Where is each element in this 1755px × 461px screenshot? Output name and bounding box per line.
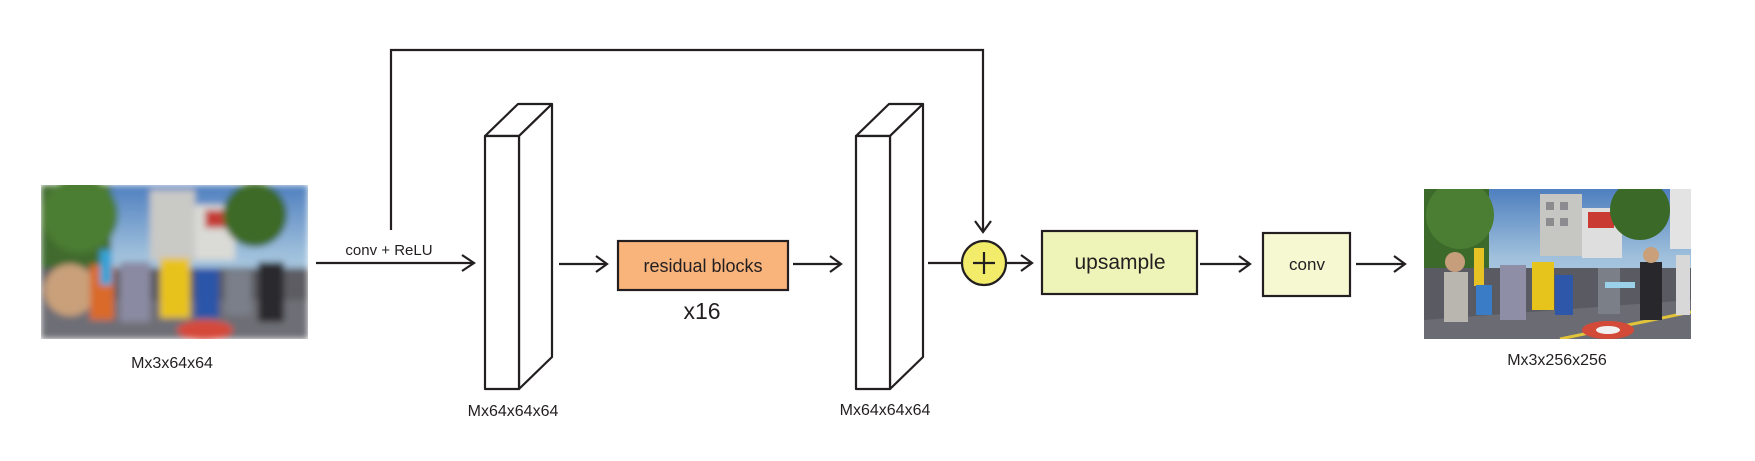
feature-map-2-shape-label: Mx64x64x64 xyxy=(839,402,931,419)
residual-blocks-label: residual blocks xyxy=(643,256,763,276)
arrowhead-icon xyxy=(1393,255,1407,273)
residual-blocks-box xyxy=(616,239,790,292)
output-shape-label: Mx3x256x256 xyxy=(1507,352,1607,369)
input-image xyxy=(41,185,308,339)
upsample-box xyxy=(1040,229,1199,296)
arrowhead-icon xyxy=(595,255,609,273)
conv-box xyxy=(1261,231,1352,298)
skip-connection xyxy=(389,48,985,232)
feature-map-1-shape-label: Mx64x64x64 xyxy=(467,403,559,420)
input-shape-label: Mx3x64x64 xyxy=(131,355,213,372)
residual-repeat-label: x16 xyxy=(683,298,721,324)
arrowhead-icon xyxy=(974,220,992,234)
connectors xyxy=(316,48,1407,273)
upsample-label: upsample xyxy=(1074,251,1166,274)
arrowhead-icon xyxy=(1020,254,1034,272)
feature-map-1 xyxy=(483,102,554,391)
arrowhead-icon xyxy=(1238,255,1252,273)
arrowhead-icon xyxy=(461,254,476,272)
feature-map-2 xyxy=(854,102,925,391)
output-image xyxy=(1424,189,1691,339)
sum-node xyxy=(960,239,1008,287)
conv-label: conv xyxy=(1289,255,1325,274)
arrowhead-icon xyxy=(829,255,843,273)
conv-relu-label: conv + ReLU xyxy=(345,242,433,259)
